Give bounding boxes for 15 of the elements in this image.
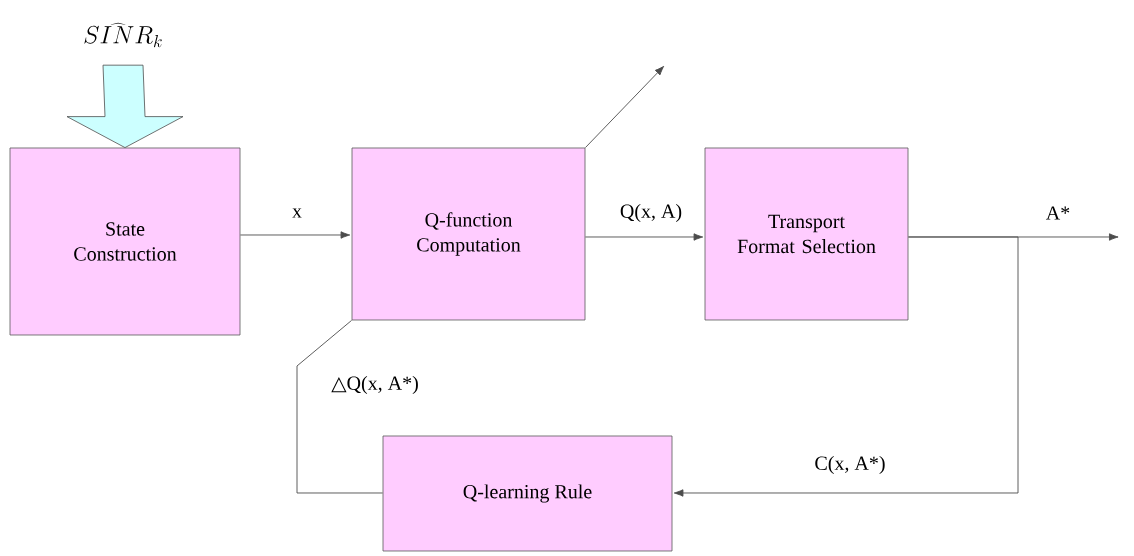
- process-box: State Construction: [9, 147, 241, 336]
- arrow: [584, 65, 665, 149]
- edge-label: x: [292, 208, 302, 218]
- process-box: Q-function Computation: [351, 147, 586, 321]
- edge-label: Q(x, A): [620, 203, 682, 223]
- input-label: $\widehat{SINR}_k$: [84, 22, 162, 48]
- arrow: [584, 233, 704, 241]
- edge-label: △Q(x, A*): [331, 375, 418, 395]
- arrow: [673, 236, 1019, 497]
- process-box: Q-learning Rule: [382, 435, 673, 552]
- process-box: Transport Format Selection: [704, 147, 909, 321]
- edge-label: A*: [1045, 206, 1070, 220]
- edge-label: C(x, A*): [815, 455, 885, 475]
- block-arrow: [66, 64, 184, 148]
- arrow: [239, 231, 351, 239]
